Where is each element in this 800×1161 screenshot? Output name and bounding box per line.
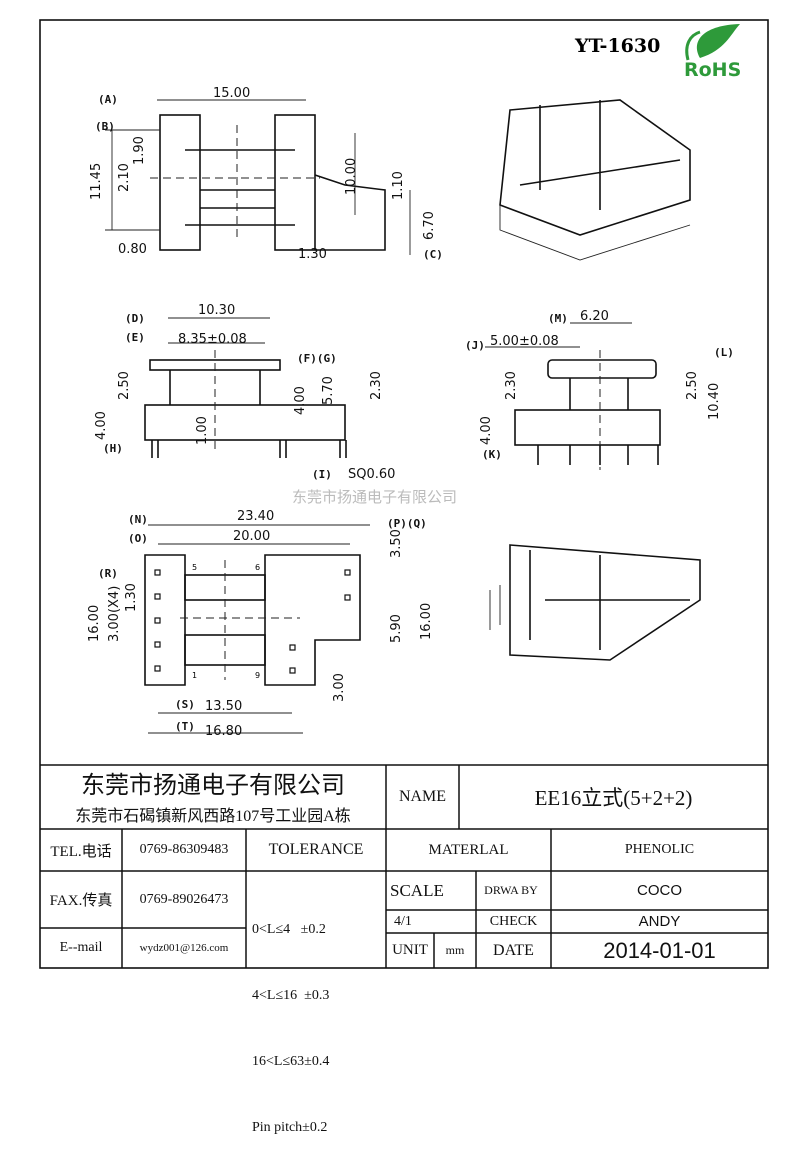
company-address: 东莞市石碣镇新风西路107号工业园A栋 xyxy=(75,808,351,825)
check-label: CHECK xyxy=(489,913,538,929)
dimension-label: 16.80 xyxy=(205,724,242,739)
drawing-sheet: YT-1630 RoHS (A) (B) (C) 15.00 11.45 2.1… xyxy=(39,19,769,969)
dimension-label: (N) xyxy=(128,513,148,526)
dimension-label: 3.00(X4) xyxy=(107,586,122,642)
material-value: PHENOLIC xyxy=(624,842,695,857)
dimension-label: 6 xyxy=(255,563,260,572)
unit-value: mm xyxy=(445,943,465,957)
dimension-label: (R) xyxy=(98,567,118,580)
material-label: MATERLAL xyxy=(428,841,509,858)
tolerance-line: Pin pitch±0.2 xyxy=(252,1120,328,1135)
tel-label: TEL.电话 xyxy=(50,843,112,860)
dimension-label: 23.40 xyxy=(237,509,274,524)
dimension-label: (E) xyxy=(125,331,145,344)
email-label: E--mail xyxy=(59,940,103,955)
name-value: EE16立式(5+2+2) xyxy=(534,786,693,810)
fax-label: FAX.传真 xyxy=(49,893,113,909)
dimension-label: 10.00 xyxy=(344,158,359,195)
email-value: wydz001@126.com xyxy=(139,942,229,954)
check-value: ANDY xyxy=(638,913,681,930)
dimension-label: 6.70 xyxy=(422,211,437,240)
dimension-label: 16.00 xyxy=(87,605,102,642)
tolerance-line: 0<L≤4 ±0.2 xyxy=(252,922,326,937)
drawn-by-label: DRWA BY xyxy=(484,883,538,897)
dimension-label: (C) xyxy=(423,248,443,261)
unit-label: UNIT xyxy=(392,942,428,958)
scale-value: 4/1 xyxy=(394,913,412,929)
bottom-view: (N) (O) (P)(Q) (R) (S) (T) 23.40 20.00 3… xyxy=(87,509,434,739)
dimension-label: 10.30 xyxy=(198,303,235,318)
dimension-label: 5.90 xyxy=(389,614,404,643)
dimension-label: 1 xyxy=(192,671,197,680)
dimension-label: 2.50 xyxy=(685,371,700,400)
dimension-label: 4.00 xyxy=(479,416,494,445)
dimension-label: 1.30 xyxy=(124,583,139,612)
isometric-view-bottom xyxy=(489,544,701,661)
dimension-label: (B) xyxy=(95,120,115,133)
title-block-grid xyxy=(40,764,768,968)
tolerance-label: TOLERANCE xyxy=(268,841,364,858)
dimension-label: (M) xyxy=(548,312,568,325)
dimension-label: (F)(G) xyxy=(297,352,337,365)
dimension-label: 15.00 xyxy=(213,86,250,101)
dimension-label: 2.30 xyxy=(369,371,384,400)
dimension-label: (D) xyxy=(125,312,145,325)
company-name: 东莞市扬通电子有限公司 xyxy=(81,772,345,799)
dimension-label: 6.20 xyxy=(580,309,609,324)
isometric-view-top xyxy=(499,99,691,261)
dimension-label: 0.80 xyxy=(118,242,147,257)
scale-label: SCALE xyxy=(390,880,444,900)
dimension-label: (L) xyxy=(714,346,734,359)
dimension-label: 2.30 xyxy=(504,371,519,400)
dimension-label: 5.70 xyxy=(321,376,336,405)
side-view: (M) (J) (L) (K) 6.20 5.00±0.08 2.30 4.00… xyxy=(465,309,734,470)
dimension-label: RoHS xyxy=(684,59,741,81)
dimension-label: 8.35±0.08 xyxy=(178,332,247,347)
date-label: DATE xyxy=(493,941,534,959)
dimension-label: (O) xyxy=(128,532,148,545)
dimension-label: 3.50 xyxy=(389,529,404,558)
drawn-by-value: COCO xyxy=(637,882,682,899)
part-number: YT-1630 xyxy=(574,35,660,57)
dimension-label: (P)(Q) xyxy=(387,517,427,530)
dimension-label: 4.00 xyxy=(94,411,109,440)
watermark: 东莞市扬通电子有限公司 xyxy=(292,488,457,506)
dimension-label: 1.10 xyxy=(391,171,406,200)
dimension-label: 5 xyxy=(192,563,197,572)
tolerance-line: 16<L≤63±0.4 xyxy=(252,1054,330,1069)
dimension-label: 4.00 xyxy=(293,386,308,415)
name-label: NAME xyxy=(398,788,447,805)
dimension-label: 2.10 xyxy=(117,163,132,192)
dimension-label: 1.90 xyxy=(132,136,147,165)
date-value: 2014-01-01 xyxy=(603,937,716,963)
dimension-label: 5.00±0.08 xyxy=(490,334,559,349)
dimension-label: 1.00 xyxy=(195,416,210,445)
dimension-label: (T) xyxy=(175,720,195,733)
dimension-label: (I) xyxy=(312,468,332,481)
dimension-label: (A) xyxy=(98,93,118,106)
dimension-label: 2.50 xyxy=(117,371,132,400)
dimension-label: 16.00 xyxy=(419,603,434,640)
sheet-border xyxy=(39,19,769,969)
tolerance-list: 0<L≤4 ±0.2 4<L≤16 ±0.3 16<L≤63±0.4 Pin p… xyxy=(252,875,386,1161)
dimension-label: (J) xyxy=(465,339,485,352)
front-view: (D) (E) (F)(G) (H) (I) 10.30 8.35±0.08 2… xyxy=(94,303,395,482)
dimension-label: 20.00 xyxy=(233,529,270,544)
dimension-label: 1.30 xyxy=(298,247,327,262)
dimension-label: 9 xyxy=(255,671,260,680)
dimension-label: 11.45 xyxy=(89,163,104,200)
dimension-label: (K) xyxy=(482,448,502,461)
fax-value: 0769-89026473 xyxy=(139,891,229,907)
tel-value: 0769-86309483 xyxy=(139,842,229,857)
rohs-logo: RoHS xyxy=(684,24,741,81)
dimension-label: (S) xyxy=(175,698,195,711)
dimension-label: 10.40 xyxy=(707,383,722,420)
dimension-label: 3.00 xyxy=(332,673,347,702)
dimension-label: 13.50 xyxy=(205,699,242,714)
top-view: (A) (B) (C) 15.00 11.45 2.10 1.90 10.00 … xyxy=(89,86,443,262)
tolerance-line: 4<L≤16 ±0.3 xyxy=(252,988,330,1003)
dimension-label: SQ0.60 xyxy=(348,467,395,482)
dimension-label: (H) xyxy=(103,442,123,455)
